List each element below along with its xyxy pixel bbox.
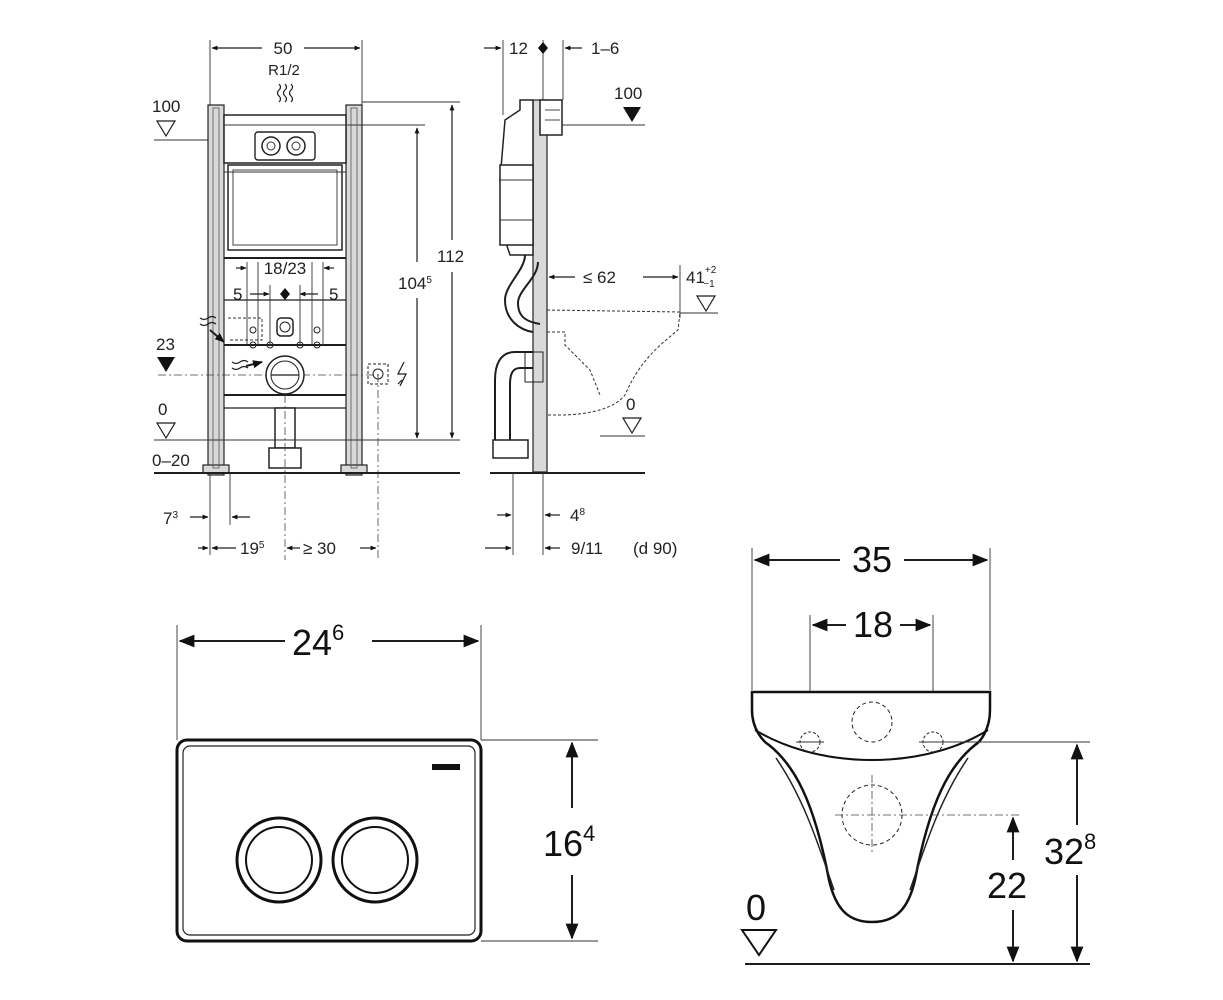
flush-button-right — [331, 816, 419, 904]
front-width-label: 50 — [274, 39, 293, 58]
dim-9-11-label: 9/11 — [571, 539, 603, 558]
spacing-18-23-label: 18/23 — [264, 259, 307, 278]
dim-7-label: 73 — [163, 509, 178, 528]
fixing-distance-label: 18 — [853, 604, 893, 645]
plate-height-label: 164 — [543, 821, 595, 864]
water-supply-icon — [276, 83, 294, 103]
side-level-100: 100 — [614, 84, 642, 103]
range-1-6-label: 1–6 — [591, 39, 619, 58]
offset-left-label: 5 — [233, 285, 242, 304]
plate-width-label: 246 — [292, 620, 344, 663]
drain-flow-icon — [231, 359, 263, 371]
height-41-label: 41+2−1 — [686, 265, 717, 290]
pipe-diameter-label: (d 90) — [633, 539, 677, 558]
side-view: 12 1–6 100 ≤ 62 41+2−1 — [484, 39, 718, 558]
height-104-label: 1045 — [398, 274, 432, 293]
floor-range-label: 0–20 — [152, 451, 190, 470]
flush-button-left — [235, 816, 323, 904]
level-marker-icon — [155, 120, 177, 138]
side-level-0: 0 — [626, 395, 635, 414]
projection-label: ≤ 62 — [583, 268, 616, 287]
flush-plate-view: 246 164 — [175, 620, 598, 943]
thread-label: R1/2 — [268, 62, 300, 79]
front-level-0: 0 — [158, 400, 167, 419]
outlet-height-label: 22 — [987, 865, 1027, 906]
dim-4-label: 48 — [570, 506, 585, 525]
dim-30-label: ≥ 30 — [303, 539, 336, 558]
height-112-label: 112 — [437, 247, 464, 266]
electrical-socket-icon — [367, 361, 407, 387]
bowl-level-0: 0 — [746, 887, 766, 928]
wc-bowl-view: 35 18 22 328 0 — [740, 539, 1096, 965]
bowl-height-label: 328 — [1044, 829, 1096, 872]
brand-logo — [432, 764, 460, 770]
bowl-width-label: 35 — [852, 539, 892, 580]
water-feed-icon — [199, 315, 225, 343]
dim-19-label: 195 — [240, 539, 265, 558]
offset-right-label: 5 — [329, 285, 338, 304]
depth-12-label: 12 — [509, 39, 528, 58]
front-level-100: 100 — [152, 97, 180, 116]
front-level-23: 23 — [156, 335, 175, 354]
front-view: 50 R1/2 100 — [152, 39, 464, 560]
